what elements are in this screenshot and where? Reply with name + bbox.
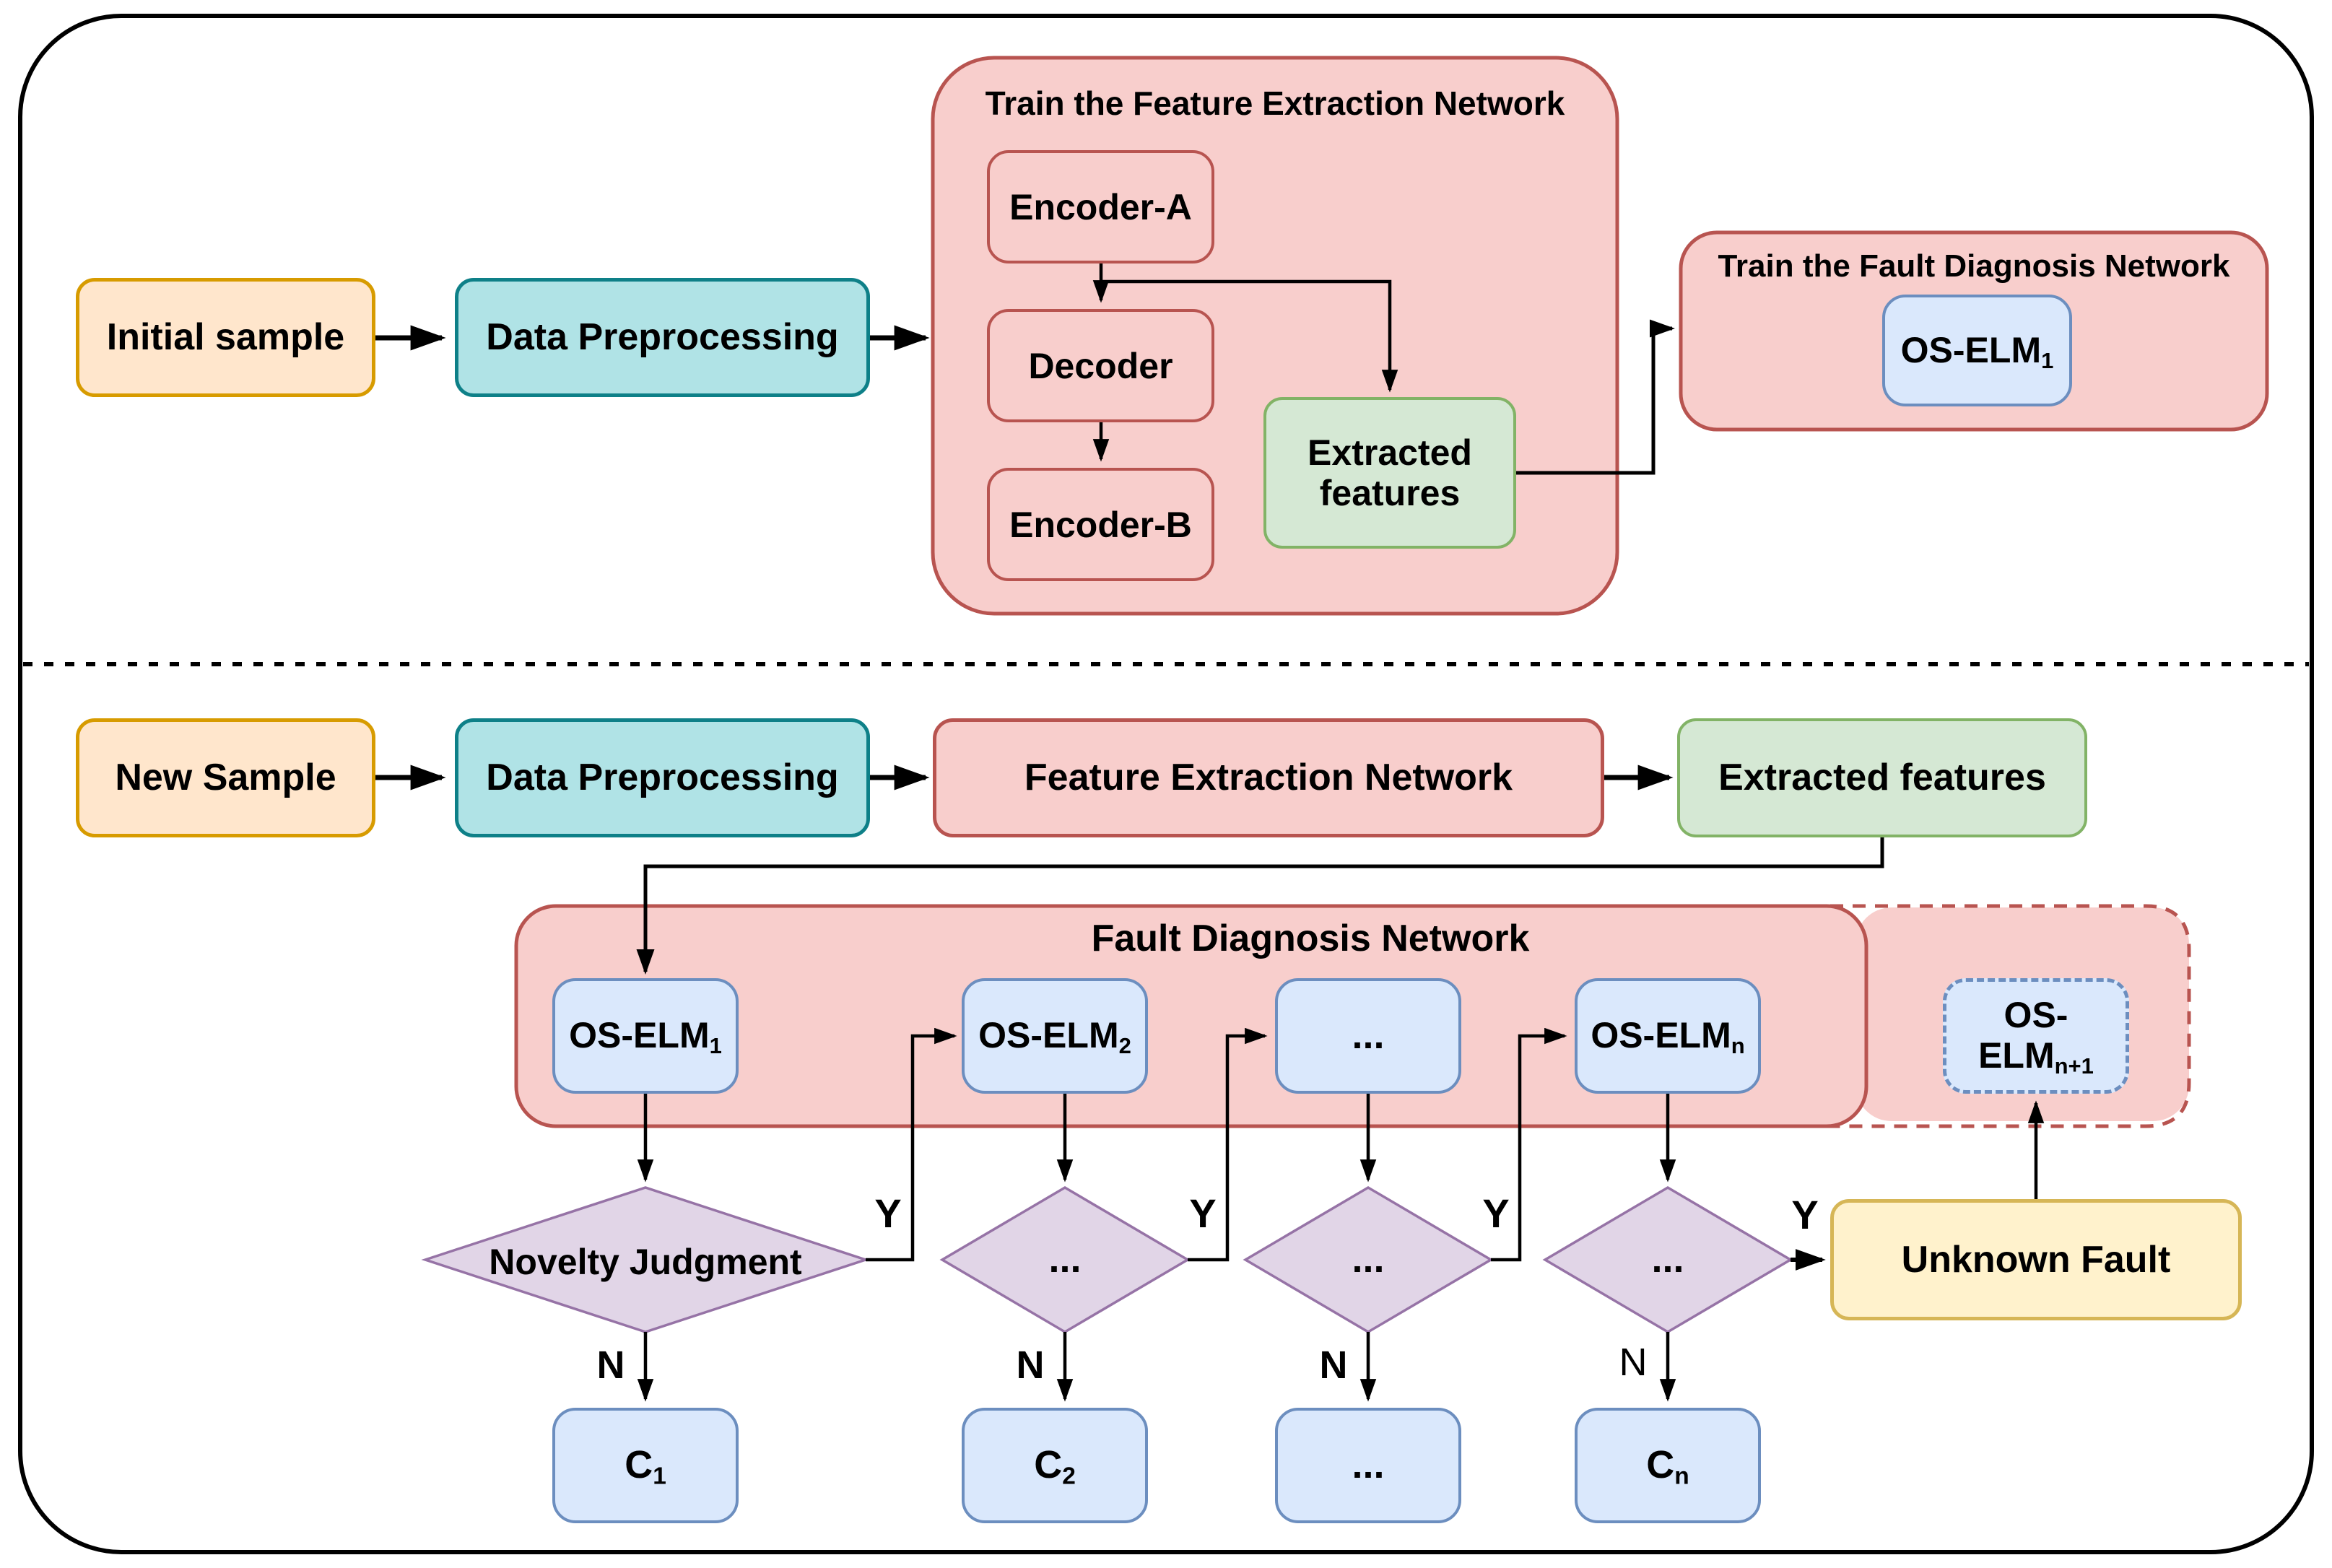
new-sample-label: New Sample — [115, 757, 336, 799]
label-y-2: Y — [1189, 1190, 1217, 1237]
label-y-3: Y — [1482, 1190, 1510, 1237]
fault-diagnosis-network-container — [514, 904, 1868, 1128]
novelty-judgment-label: Novelty Judgment — [489, 1241, 802, 1282]
os-elmn-label: OS-ELMn — [1591, 1015, 1745, 1058]
label-n-1: N — [596, 1343, 625, 1388]
os-elm-ellipsis-box: ... — [1275, 978, 1461, 1094]
diamond-4-label: ... — [1651, 1237, 1684, 1281]
encoder-a-box: Encoder-A — [987, 150, 1214, 263]
extracted-features-box-top: Extracted features — [1263, 397, 1516, 549]
decoder-label: Decoder — [1028, 345, 1173, 386]
extracted-features-top-line2: features — [1319, 473, 1461, 513]
connector-arrows — [375, 263, 2045, 1402]
unknown-fault-label: Unknown Fault — [1901, 1238, 2171, 1281]
os-elmn1-dashed-box: OS-ELMn+1 — [1943, 978, 2129, 1094]
label-n-3: N — [1319, 1343, 1348, 1388]
label-y-4: Y — [1791, 1192, 1819, 1238]
class-cn-box: Cn — [1575, 1408, 1761, 1523]
class-c1-box: C1 — [552, 1408, 739, 1523]
os-elm1-box: OS-ELM1 — [552, 978, 739, 1094]
os-elmn1-label: OS-ELMn+1 — [1978, 995, 2094, 1079]
os-elm1-training-label: OS-ELM1 — [1900, 329, 2054, 373]
new-sample-box: New Sample — [76, 718, 375, 837]
initial-sample-box: Initial sample — [76, 278, 375, 397]
class-ellipsis-label: ... — [1352, 1442, 1385, 1486]
encoder-b-label: Encoder-B — [1009, 504, 1192, 545]
fdn-dashed-extension-border — [1718, 904, 2191, 1128]
feature-extraction-network-label: Feature Extraction Network — [1024, 757, 1513, 799]
os-elm1-training-box: OS-ELM1 — [1882, 295, 2072, 406]
os-elm2-box: OS-ELM2 — [962, 978, 1148, 1094]
os-elmn-box: OS-ELMn — [1575, 978, 1761, 1094]
extracted-features-box-bottom: Extracted features — [1677, 718, 2087, 837]
fault-diagnosis-network-title: Fault Diagnosis Network — [1091, 918, 1530, 959]
class-c1-label: C1 — [625, 1442, 666, 1489]
encoder-a-label: Encoder-A — [1009, 186, 1192, 227]
class-cn-label: Cn — [1646, 1442, 1689, 1489]
diamond-2-label: ... — [1048, 1237, 1082, 1281]
data-preprocessing-box-top: Data Preprocessing — [455, 278, 870, 397]
class-ellipsis-box: ... — [1275, 1408, 1461, 1523]
diamond-3-label: ... — [1352, 1237, 1385, 1281]
label-n-4: N — [1619, 1341, 1648, 1385]
os-elm-ellipsis-label: ... — [1352, 1013, 1385, 1057]
train-feature-extraction-title: Train the Feature Extraction Network — [985, 84, 1565, 122]
initial-sample-label: Initial sample — [106, 316, 345, 359]
label-y-1: Y — [874, 1190, 902, 1237]
decoder-box: Decoder — [987, 309, 1214, 422]
train-fault-diagnosis-title: Train the Fault Diagnosis Network — [1718, 248, 2230, 284]
feature-extraction-network-box: Feature Extraction Network — [933, 718, 1604, 837]
os-elm1-label: OS-ELM1 — [569, 1015, 722, 1058]
class-c2-label: C2 — [1034, 1442, 1076, 1489]
data-preprocessing-label-bottom: Data Preprocessing — [486, 757, 839, 799]
extracted-features-bottom-label: Extracted features — [1718, 757, 2046, 799]
data-preprocessing-box-bottom: Data Preprocessing — [455, 718, 870, 837]
extracted-features-top-line1: Extracted — [1308, 432, 1472, 473]
class-c2-box: C2 — [962, 1408, 1148, 1523]
unknown-fault-box: Unknown Fault — [1830, 1199, 2242, 1320]
label-n-2: N — [1016, 1343, 1045, 1388]
os-elm2-label: OS-ELM2 — [978, 1015, 1131, 1058]
encoder-b-box: Encoder-B — [987, 468, 1214, 581]
data-preprocessing-label-top: Data Preprocessing — [486, 316, 839, 359]
